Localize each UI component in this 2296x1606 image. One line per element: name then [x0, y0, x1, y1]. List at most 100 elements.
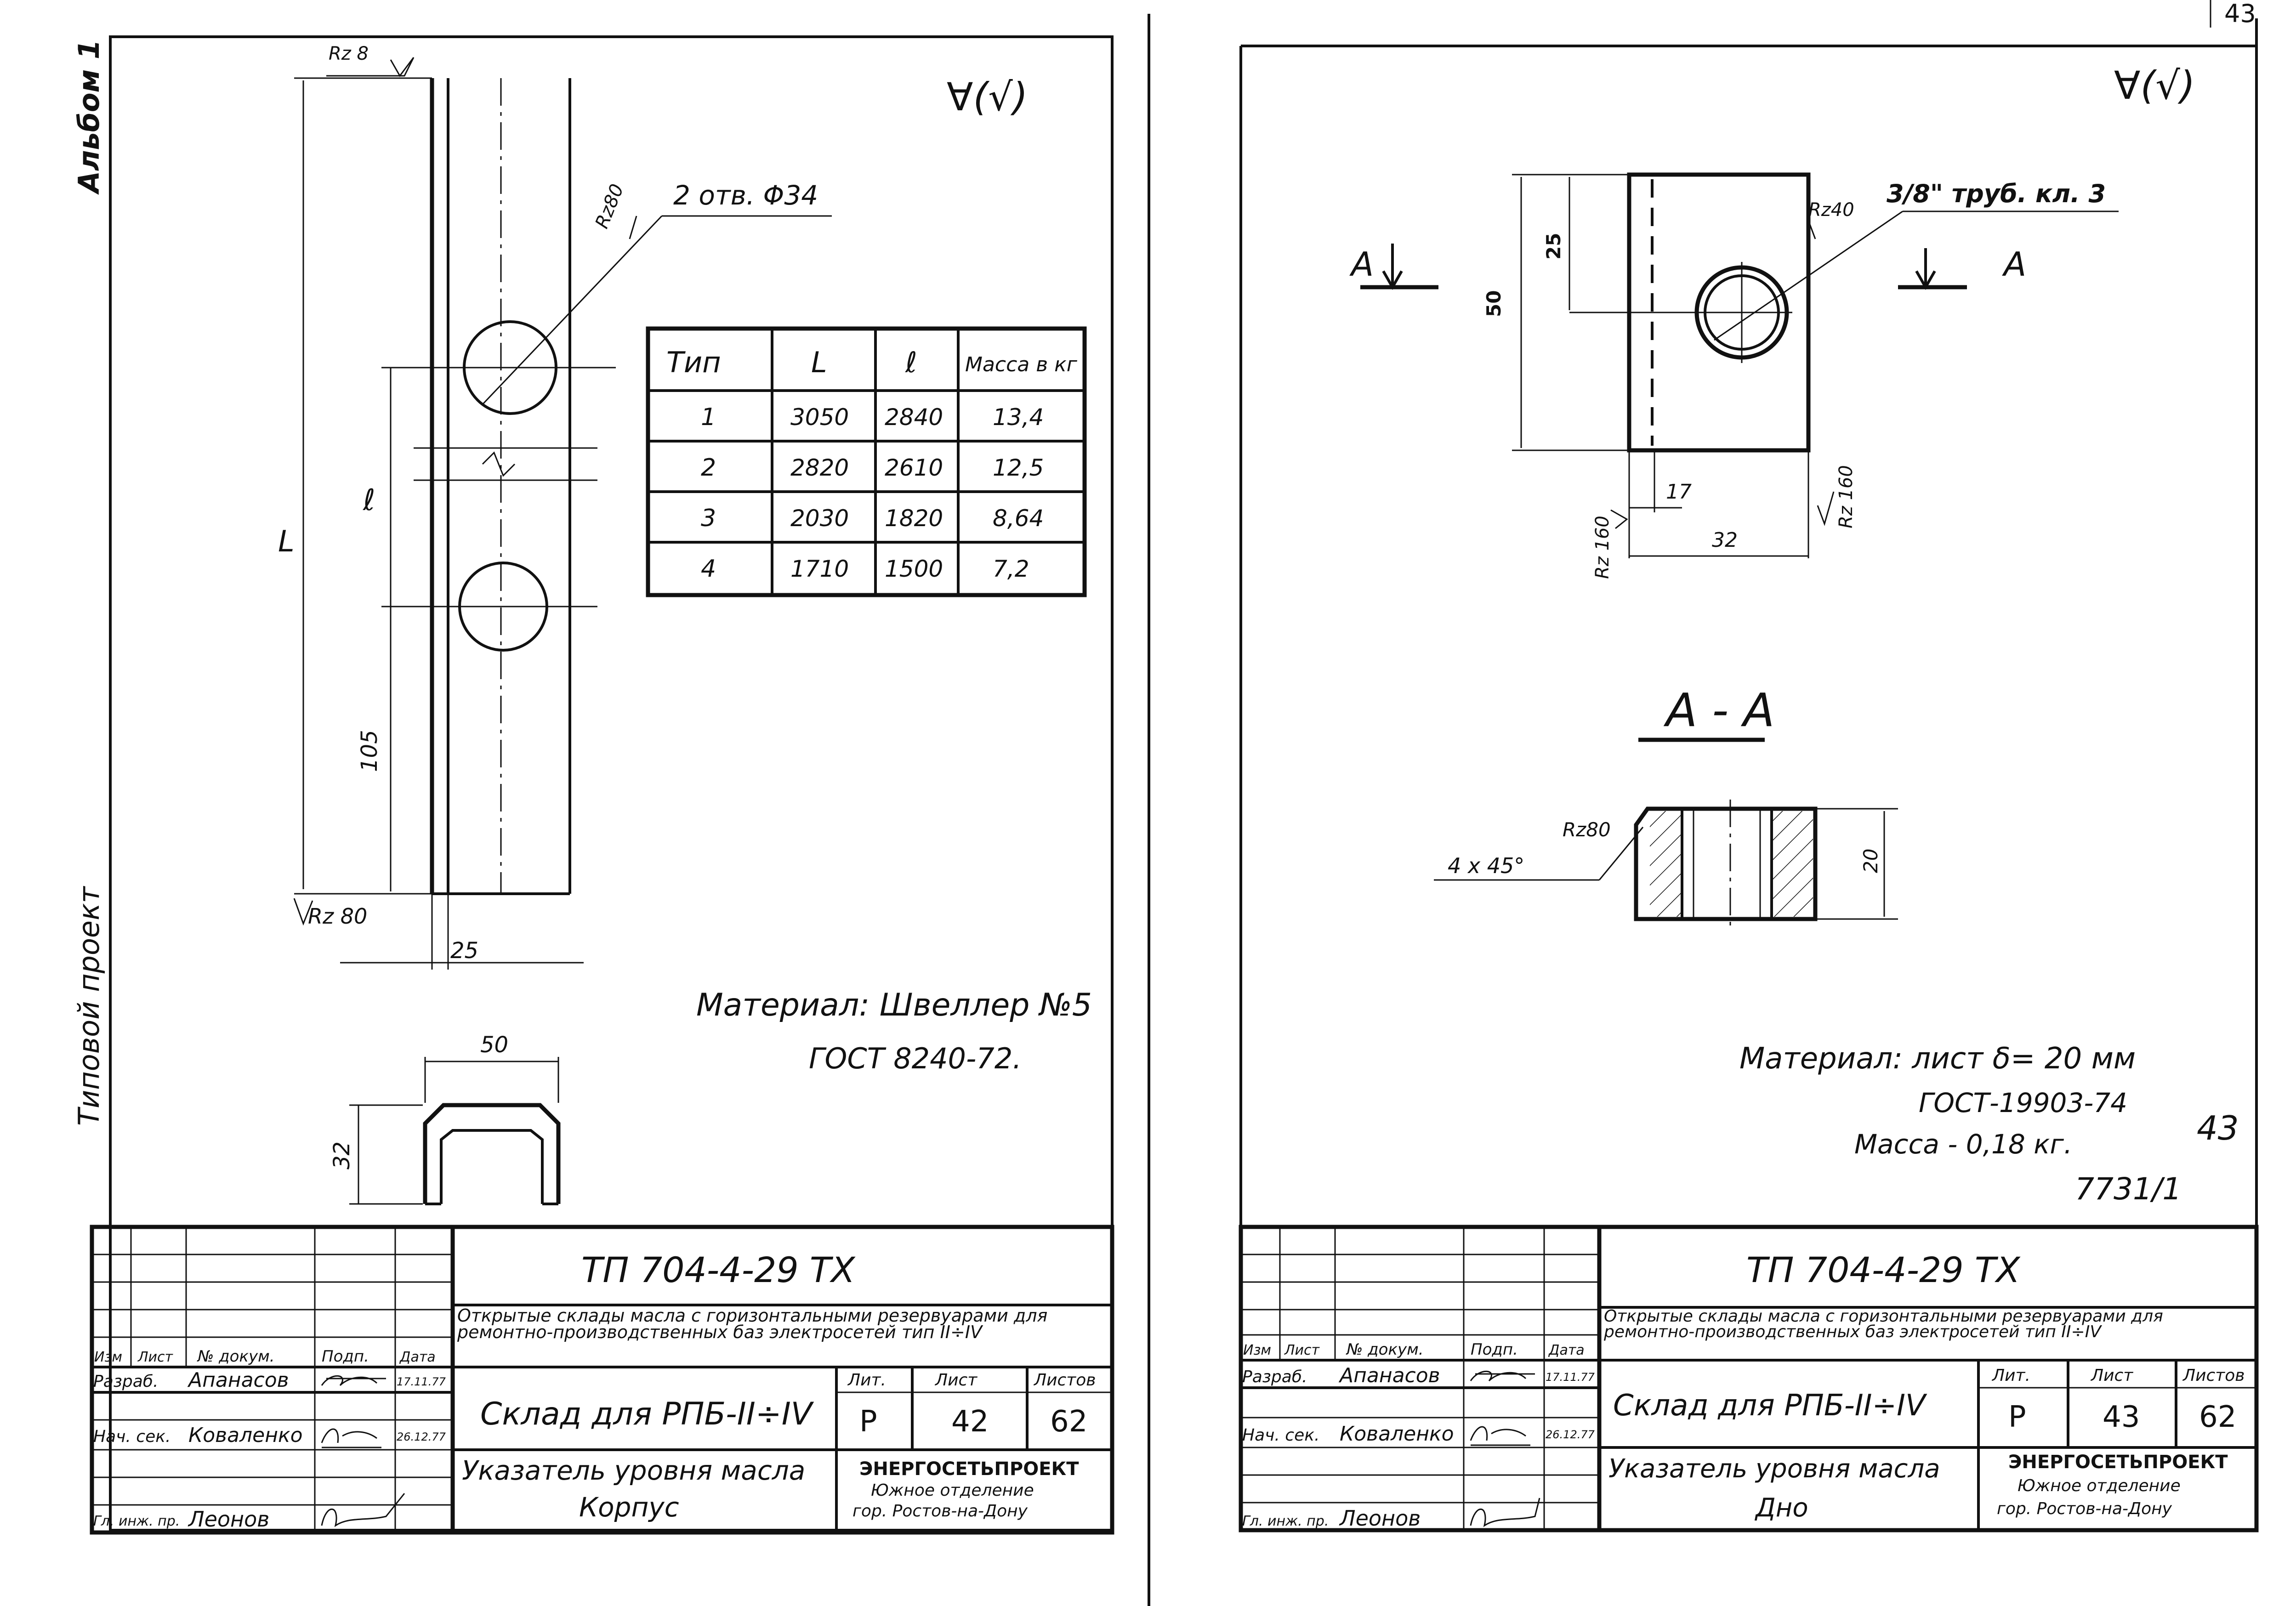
col-list: Лист — [137, 1349, 174, 1365]
sheet-value: 43 — [2103, 1400, 2140, 1434]
col-date: Дата — [399, 1349, 436, 1365]
sheet-label: Лист — [2090, 1366, 2133, 1385]
role-chief-engineer: Гл. инж. пр. — [93, 1513, 180, 1529]
dim-17: 17 — [1666, 480, 1692, 504]
roughness-right: Rz 160 — [1836, 465, 1857, 528]
col-sign: Подп. — [322, 1347, 369, 1366]
roughness-bottom: Rz 80 — [308, 904, 367, 929]
org-city: гор. Ростов-на-Дону — [852, 1502, 1028, 1521]
channel-long-view — [414, 78, 616, 895]
left-sheet: Альбом 1 Типовой проект ∀(√) Rz 8 Rz80 — [72, 35, 1114, 1535]
role-chief-engineer: Гл. инж. пр. — [1242, 1513, 1329, 1529]
finish-mark-right: ∀(√) — [2114, 63, 2195, 108]
thread-callout: 3/8" труб. кл. 3 — [1887, 179, 2106, 208]
table-header-type: Тип — [666, 346, 721, 379]
table-cell: 7,2 — [993, 556, 1029, 582]
role-developer: Разраб. — [93, 1372, 158, 1391]
signature-chief-engineer — [1470, 1498, 1540, 1527]
roughness-chamfer: Rz80 — [1563, 818, 1611, 841]
table-cell: 1710 — [790, 556, 849, 582]
sheet-value: 42 — [951, 1405, 989, 1439]
name-chief-engineer: Леонов — [188, 1507, 269, 1532]
dim-32: 32 — [1712, 528, 1738, 552]
channel-cross-section: 50 32 — [329, 1032, 561, 1205]
col-date: Дата — [1548, 1342, 1585, 1358]
table-cell: 1820 — [885, 505, 943, 532]
material-line2: ГОСТ 8240-72. — [809, 1042, 1022, 1075]
col-list: Лист — [1284, 1342, 1320, 1358]
table-cell: 3050 — [790, 404, 849, 431]
doc-description: Открытые склады масла с горизонтальными … — [457, 1307, 1048, 1342]
table-cell: 2 — [701, 454, 716, 482]
role-section-head: Нач. сек. — [1242, 1426, 1319, 1445]
lit-value: Р — [859, 1405, 877, 1439]
dim-25: 25 — [450, 938, 478, 964]
org-division: Южное отделение — [871, 1481, 1034, 1500]
name-developer: Апанасов — [187, 1368, 289, 1392]
date-section-head: 26.12.77 — [397, 1430, 446, 1443]
doc-code: ТП 704-4-29 ТХ — [581, 1249, 856, 1290]
dim-50-right: 50 — [1483, 290, 1505, 317]
signature-section-head — [321, 1428, 381, 1448]
lit-value: Р — [2008, 1400, 2026, 1434]
finish-mark: ∀(√) — [947, 74, 1028, 119]
table-header-l: ℓ — [905, 346, 917, 379]
signature-section-head — [1470, 1426, 1530, 1446]
section-a-a-view: 20 — [1634, 800, 1898, 928]
org-name: ЭНЕРГОСЕТЬПРОЕКТ — [859, 1458, 1079, 1480]
table-cell: 2030 — [790, 505, 849, 532]
role-developer: Разраб. — [1242, 1368, 1307, 1386]
table-cell: 2820 — [790, 454, 849, 481]
reference-number: 7731/1 — [2075, 1171, 2182, 1207]
table-cell: 4 — [701, 555, 716, 583]
col-sign: Подп. — [1471, 1340, 1518, 1359]
table-cell: 8,64 — [993, 505, 1044, 532]
date-section-head: 26.12.77 — [1546, 1428, 1595, 1441]
dim-25-right: 25 — [1542, 233, 1565, 260]
sheets-label: Листов — [2182, 1366, 2245, 1385]
doc-description: Открытые склады масла с горизонтальными … — [1604, 1309, 2163, 1341]
col-doc: № докум. — [1346, 1340, 1424, 1359]
org-division: Южное отделение — [2018, 1476, 2181, 1495]
roughness-hole-right: Rz40 — [1808, 199, 1854, 221]
lit-label: Лит. — [1991, 1366, 2030, 1385]
sheets-value: 62 — [2199, 1400, 2236, 1434]
sheets-label: Листов — [1033, 1371, 1096, 1390]
section-dim-32: 32 — [329, 1141, 355, 1169]
right-sheet: ∀(√) А А Rz40 3/8" труб. кл. 3 50 — [1239, 18, 2259, 1532]
table-header-mass: Масса в кг — [965, 353, 1078, 376]
signature-chief-engineer — [321, 1493, 405, 1527]
date-developer: 17.11.77 — [1546, 1371, 1595, 1384]
org-city: гор. Ростов-на-Дону — [1997, 1499, 2172, 1518]
table-cell: 2610 — [885, 454, 943, 481]
table-cell: 1500 — [885, 556, 943, 582]
thread-leader — [1714, 210, 1903, 341]
album-label: Альбом 1 — [72, 40, 106, 195]
roughness-top: Rz 8 — [329, 43, 369, 64]
section-marker-left: А — [1349, 245, 1374, 284]
material-line1: Материал: Швеллер №5 — [696, 987, 1092, 1023]
role-section-head: Нач. сек. — [93, 1427, 170, 1446]
dim-20: 20 — [1859, 849, 1882, 873]
part-line1: Указатель уровня масла — [462, 1455, 805, 1486]
name-section-head: Коваленко — [188, 1424, 303, 1447]
table-cell: 3 — [701, 505, 716, 532]
lit-label: Лит. — [847, 1371, 886, 1390]
name-chief-engineer: Леонов — [1339, 1506, 1421, 1531]
sheet-label: Лист — [934, 1371, 978, 1390]
hole-leader — [482, 215, 663, 405]
dim-L: L — [278, 525, 295, 559]
page-number: 43 — [2224, 0, 2256, 28]
col-doc: № докум. — [197, 1347, 275, 1366]
roughness-hole-mark: Rz80 — [591, 181, 628, 232]
object-name: Склад для РПБ-II÷IV — [1613, 1389, 1927, 1423]
hole-callout: 2 отв. Φ34 — [673, 180, 818, 211]
col-izm: Изм — [1243, 1342, 1271, 1358]
material-right-line3: Масса - 0,18 кг. — [1854, 1129, 2072, 1160]
table-cell: 1 — [701, 403, 716, 431]
table-header-L: L — [811, 346, 827, 379]
section-marker-right: А — [2002, 245, 2026, 284]
roughness-left: Rz 160 — [1592, 516, 1613, 579]
section-title: А - А — [1663, 683, 1774, 737]
